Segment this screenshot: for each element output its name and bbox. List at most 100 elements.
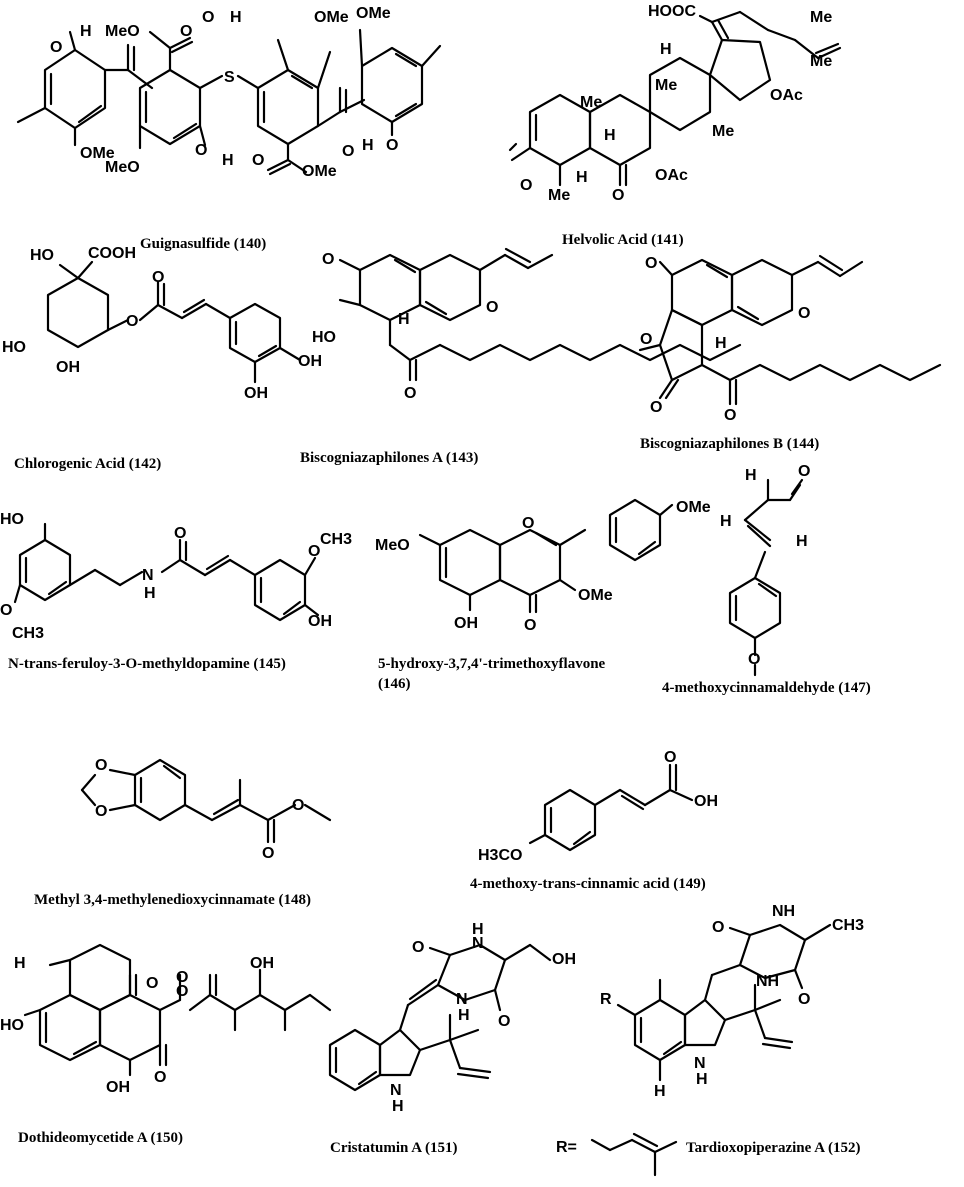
label-ome: OMe <box>356 5 391 22</box>
label-r-eq: R= <box>556 1139 577 1156</box>
caption-142: Chlorogenic Acid (142) <box>14 456 161 472</box>
label-o: O <box>95 757 107 774</box>
label-ome: OMe <box>676 499 711 516</box>
label-o: O <box>748 651 760 668</box>
label-ch3: CH3 <box>832 917 864 934</box>
label-ho: HO <box>0 511 24 528</box>
label-h: H <box>472 921 484 938</box>
label-n: N <box>390 1082 402 1099</box>
caption-146-line2: (146) <box>378 676 411 692</box>
structure-141: O HOOC Me Me OAc Me Me H H Me OAc H O Me… <box>508 3 842 248</box>
label-h: H <box>222 152 234 169</box>
label-o: O <box>386 137 398 154</box>
label-n: N <box>142 567 154 584</box>
structure-140: O H MeO O O H S OMe OMe OMe MeO O H O OM… <box>16 5 442 252</box>
label-r: R <box>600 991 612 1008</box>
label-o: O <box>176 969 188 986</box>
label-h: H <box>715 335 727 352</box>
label-oh: OH <box>298 353 322 370</box>
label-h: H <box>144 585 156 602</box>
label-o: O <box>486 299 498 316</box>
label-h: H <box>696 1071 708 1088</box>
label-o: O <box>640 331 652 348</box>
structure-142: HO COOH HO OH O O OH OH Chlorogenic Acid… <box>2 245 322 472</box>
structure-152: O NH CH3 NH O R H N H R= Tardioxopiperaz… <box>556 903 864 1177</box>
caption-141: Helvolic Acid (141) <box>562 232 684 248</box>
label-o: O <box>252 152 264 169</box>
label-ch3: CH3 <box>12 625 44 642</box>
label-ho: HO <box>0 1017 24 1034</box>
label-oh: OH <box>308 613 332 630</box>
label-o: O <box>645 255 657 272</box>
label-o: O <box>322 251 334 268</box>
label-n: N <box>456 991 468 1008</box>
label-o: O <box>612 187 624 204</box>
label-oh: OH <box>454 615 478 632</box>
label-meo: MeO <box>105 159 140 176</box>
structure-150: H HO O O O OH OH O Dothideomycetide A (1… <box>0 943 332 1146</box>
label-oh: OH <box>250 955 274 972</box>
label-o: O <box>126 313 138 330</box>
label-me: Me <box>810 9 832 26</box>
caption-150: Dothideomycetide A (150) <box>18 1130 183 1146</box>
caption-145: N-trans-feruloy-3-O-methyldopamine (145) <box>8 656 286 672</box>
label-o: O <box>664 749 676 766</box>
label-h: H <box>458 1007 470 1024</box>
structure-143: O O HO H O Biscogniazaphilones A (143) <box>300 247 742 466</box>
label-h: H <box>654 1083 666 1100</box>
label-o: O <box>202 9 214 26</box>
label-o: O <box>0 602 12 619</box>
label-o: O <box>342 143 354 160</box>
label-ome: OMe <box>80 145 115 162</box>
structure-145: HO O CH3 N H O O CH3 OH N-trans-feruloy-… <box>0 511 352 672</box>
label-n: N <box>694 1055 706 1072</box>
caption-144: Biscogniazaphilones B (144) <box>640 436 819 452</box>
caption-140: Guignasulfide (140) <box>140 236 266 252</box>
caption-152: Tardioxopiperazine A (152) <box>686 1140 860 1156</box>
label-n: N <box>472 935 484 952</box>
label-o: O <box>798 991 810 1008</box>
label-h3co: H3CO <box>478 847 522 864</box>
label-oh: OH <box>106 1079 130 1096</box>
caption-148: Methyl 3,4-methylenedioxycinnamate (148) <box>34 892 311 908</box>
label-o: O <box>176 983 188 1000</box>
label-ho: HO <box>30 247 54 264</box>
label-o: O <box>154 1069 166 1086</box>
label-o: O <box>650 399 662 416</box>
label-h: H <box>398 311 410 328</box>
label-me: Me <box>810 53 832 70</box>
label-h: H <box>230 9 242 26</box>
caption-147: 4-methoxycinnamaldehyde (147) <box>662 680 871 696</box>
label-h: H <box>392 1098 404 1115</box>
label-cooh: COOH <box>88 245 136 262</box>
label-hooc: HOOC <box>648 3 696 20</box>
label-h: H <box>660 41 672 58</box>
structure-144: O O O H O O Biscogniazaphilones B (144) <box>638 254 942 452</box>
label-o: O <box>95 803 107 820</box>
label-oac: OAc <box>655 167 688 184</box>
label-me: Me <box>548 187 570 204</box>
label-ome: OMe <box>302 163 337 180</box>
label-o: O <box>520 177 532 194</box>
label-o: O <box>798 305 810 322</box>
label-o: O <box>798 463 810 480</box>
label-h: H <box>604 127 616 144</box>
label-oh: OH <box>56 359 80 376</box>
label-me: Me <box>655 77 677 94</box>
label-ho: HO <box>312 329 336 346</box>
label-oh: OH <box>552 951 576 968</box>
caption-146-line1: 5-hydroxy-3,7,4'-trimethoxyflavone <box>378 656 606 672</box>
label-h: H <box>745 467 757 484</box>
label-h: H <box>80 23 92 40</box>
label-o: O <box>292 797 304 814</box>
label-o: O <box>412 939 424 956</box>
label-ho: HO <box>2 339 26 356</box>
label-oh: OH <box>244 385 268 402</box>
label-me: Me <box>712 123 734 140</box>
label-o: O <box>404 385 416 402</box>
label-o: O <box>524 617 536 634</box>
label-h: H <box>720 513 732 530</box>
label-o: O <box>724 407 736 424</box>
